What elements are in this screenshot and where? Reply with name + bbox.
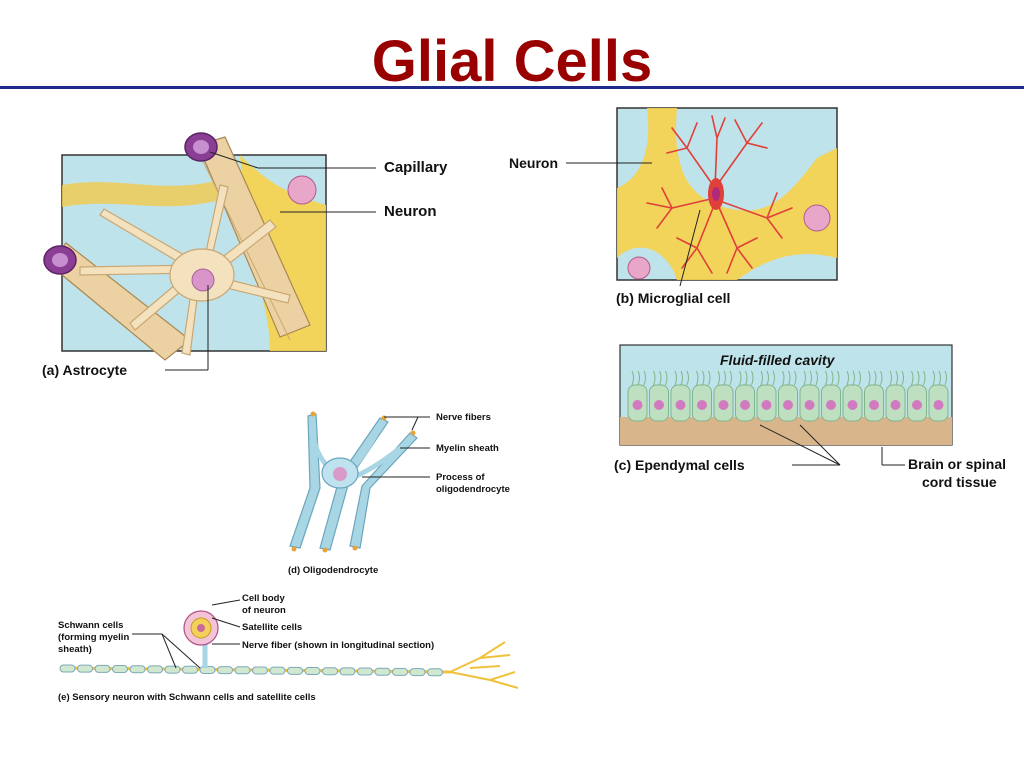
schwann-cell-segment	[392, 667, 408, 676]
schwann-cell-segment	[252, 666, 268, 675]
schwann-cell-segment	[339, 667, 356, 676]
schwann-cell-segment	[374, 667, 391, 676]
ependymal-cell	[735, 370, 755, 422]
schwann-cell-segment	[59, 664, 76, 673]
ependymal-cell	[799, 370, 820, 422]
ependymal-cell	[649, 370, 669, 422]
schwann-cell-segment	[112, 665, 128, 674]
ependymal-cell	[713, 370, 734, 422]
label-myelin-sheath: Myelin sheath	[436, 443, 499, 454]
ependymal-cell	[885, 370, 906, 422]
label-sheath: sheath)	[58, 644, 92, 655]
schwann-cell-segment	[304, 667, 321, 676]
schwann-cell-segment	[147, 665, 163, 674]
ependymal-cell	[842, 370, 863, 422]
schwann-cell-segment	[322, 667, 338, 676]
caption-astrocyte: (a) Astrocyte	[42, 362, 128, 378]
microglia-illustration	[616, 107, 838, 281]
label-forming-myelin: (forming myelin	[58, 632, 130, 643]
page-title: Glial Cells	[371, 29, 653, 94]
caption-ependymal-cells: (c) Ependymal cells	[614, 457, 745, 473]
schwann-cell-segment	[77, 664, 93, 673]
label-neuron-b: Neuron	[509, 155, 558, 171]
oligodendrocyte-illustration	[289, 411, 418, 553]
schwann-cell-segment	[427, 668, 443, 677]
ependymal-cell	[627, 370, 648, 422]
ependymal-cell	[907, 370, 927, 422]
ependymal-cell	[670, 370, 691, 422]
schwann-cell-segment	[94, 664, 111, 673]
caption-oligodendrocyte: (d) Oligodendrocyte	[288, 565, 379, 576]
schwann-cell-segment	[182, 665, 198, 674]
caption-microglial-cell: (b) Microglial cell	[616, 290, 731, 306]
schwann-cell-segment	[409, 668, 426, 677]
schwann-cell-segment	[129, 665, 146, 674]
label-capillary: Capillary	[384, 159, 448, 176]
label-oligodendrocyte: oligodendrocyte	[436, 484, 510, 495]
ependymal-cell	[692, 370, 712, 422]
label-cell-body: Cell body	[242, 593, 285, 604]
astrocyte-illustration	[43, 132, 327, 361]
schwann-illustration	[59, 610, 519, 689]
label-nerve-fibers: Nerve fibers	[436, 412, 491, 423]
schwann-cell-segment	[357, 667, 373, 676]
label-neuron-a: Neuron	[384, 203, 437, 220]
schwann-cell-segment	[269, 666, 286, 675]
schwann-cell-segment	[217, 666, 233, 675]
ependymal-cell	[928, 370, 949, 422]
ependymal-cell	[864, 370, 884, 422]
label-brain-or-spinal: Brain or spinal	[908, 456, 1007, 472]
ependymal-cell	[756, 370, 777, 422]
caption-sensory-neuron: (e) Sensory neuron with Schwann cells an…	[58, 692, 316, 703]
schwann-cell-segment	[234, 666, 251, 675]
label-cord-tissue: cord tissue	[922, 474, 997, 490]
ependymal-illustration	[619, 344, 953, 446]
schwann-cell-segment	[287, 666, 303, 675]
ependymal-cell	[821, 370, 841, 422]
title-divider	[0, 86, 1024, 89]
label-schwann-cells: Schwann cells	[58, 620, 124, 631]
label-process-of: Process of	[436, 472, 485, 483]
label-satellite-cells: Satellite cells	[242, 622, 303, 633]
label-fluid-filled-cavity: Fluid-filled cavity	[720, 352, 835, 368]
ependymal-cell	[778, 370, 798, 422]
label-of-neuron: of neuron	[242, 605, 286, 616]
label-nerve-fiber: Nerve fiber (shown in longitudinal secti…	[242, 640, 435, 651]
